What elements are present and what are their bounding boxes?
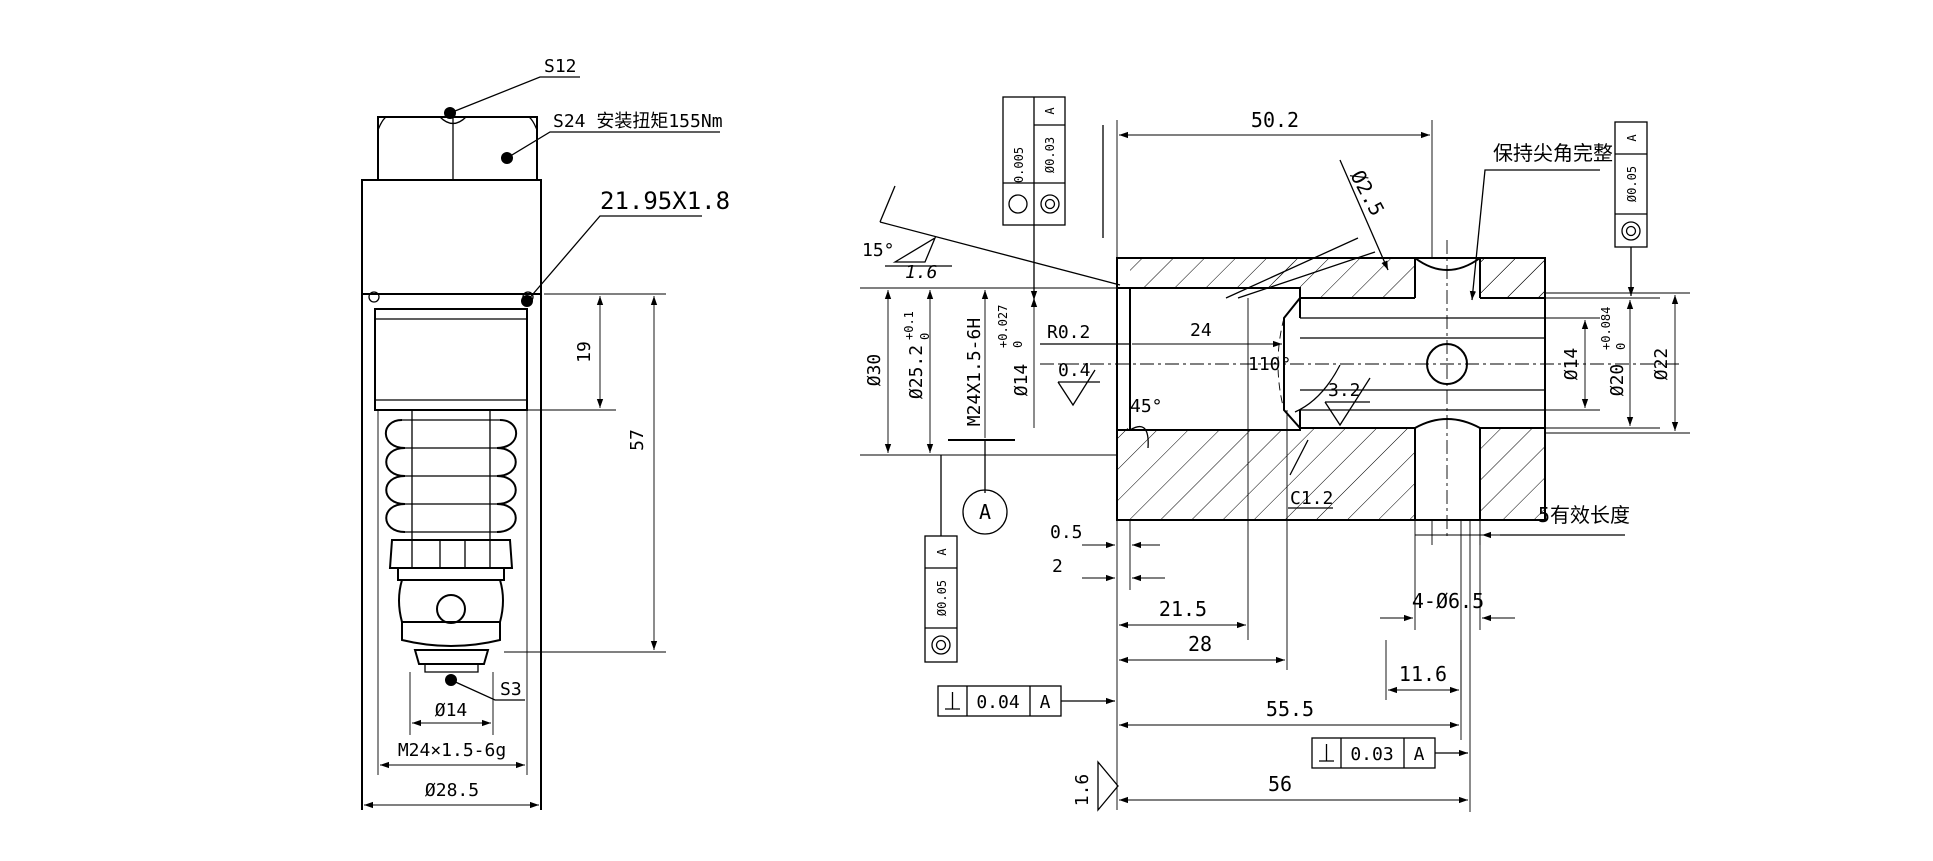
dim-0-5-text: 0.5 <box>1050 522 1083 543</box>
ring-nut <box>388 539 514 569</box>
fcf-top-right: A Ø0.05 <box>1614 121 1648 296</box>
s24-leader <box>506 131 720 159</box>
dia14-right-text: Ø14 <box>1561 348 1582 381</box>
cross-hole <box>436 594 466 624</box>
s12-label: S12 <box>544 56 577 77</box>
fcf-tl-datum: A <box>1043 107 1057 115</box>
angle15-text: 15° <box>862 240 895 261</box>
dia30-text: Ø30 <box>864 354 885 387</box>
fcf-l-tol: Ø0.05 <box>935 580 949 616</box>
fcf-tl-tol1: 0.005 <box>1012 147 1026 183</box>
dia22-text: Ø22 <box>1651 348 1672 381</box>
fcf-left: A Ø0.05 <box>924 455 958 663</box>
dia25-2-text: Ø25.2 <box>906 345 927 399</box>
circle-symbol <box>1008 194 1028 214</box>
fcf-tr-tol: Ø0.05 <box>1625 166 1639 202</box>
fcf-tr-datum: A <box>1625 134 1639 142</box>
r02-text: R0.2 <box>1047 322 1090 343</box>
rough04-text: 0.4 <box>1058 360 1091 381</box>
dim-55-5-text: 55.5 <box>1266 697 1314 721</box>
fcf-pr-datum: A <box>1414 744 1425 765</box>
dim-dia28-5-text: Ø28.5 <box>425 780 479 801</box>
s3-label: S3 <box>500 679 522 700</box>
s3-leader <box>450 679 525 701</box>
datum-a-circle <box>962 489 1008 535</box>
tol14-lo: 0 <box>1011 341 1025 348</box>
dim-57-text: 57 <box>627 429 648 451</box>
block-outline <box>1116 257 1546 521</box>
valve-body <box>361 179 542 295</box>
fcf-l-datum: A <box>935 548 949 556</box>
keep-sharp-text: 保持尖角完整 <box>1493 141 1613 165</box>
dim-56-text: 56 <box>1268 772 1292 796</box>
fcf-perp-right: 0.03 A <box>1311 737 1468 769</box>
tol20-up: +0.084 <box>1599 307 1613 350</box>
envelope-lines <box>361 294 542 810</box>
dim-thread-text: M24×1.5-6g <box>398 740 506 761</box>
fcf-pr-tol: 0.03 <box>1350 744 1393 765</box>
oring-label: 21.95X1.8 <box>600 187 730 215</box>
oring-left <box>368 291 380 303</box>
c12-text: C1.2 <box>1290 488 1333 509</box>
rough-top-text: 1.6 <box>905 262 938 283</box>
spool <box>398 579 504 623</box>
dim-19-text: 19 <box>574 341 595 363</box>
fcf-pl-datum: A <box>1040 692 1051 713</box>
datum-a-text: A <box>979 500 991 524</box>
fcf-perp-left: 0.04 A <box>937 685 1115 717</box>
spring <box>384 410 518 540</box>
dia20-text: Ø20 <box>1607 364 1628 397</box>
angle45-text: 45° <box>1130 396 1163 417</box>
rough-bot-text: 1.6 <box>1072 774 1093 807</box>
tol25-up: +0.1 <box>902 311 916 340</box>
dia2-5-text: Ø2.5 <box>1346 166 1390 220</box>
holes-text: 4-Ø6.5 <box>1412 589 1484 613</box>
rough32-text: 3.2 <box>1328 380 1361 401</box>
dim-24-text: 24 <box>1190 320 1212 341</box>
tol14-up: +0.027 <box>996 305 1010 348</box>
hex-nut <box>377 116 538 181</box>
dim-11-6-text: 11.6 <box>1399 662 1447 686</box>
fcf-tl-tol2: Ø0.03 <box>1043 137 1057 173</box>
s12-leader <box>449 76 580 114</box>
oring-leader <box>526 215 702 302</box>
tip <box>413 649 490 665</box>
fcf-pl-tol: 0.04 <box>976 692 1019 713</box>
tol25-lo: 0 <box>918 333 932 340</box>
thread-m24-text: M24X1.5-6H <box>964 318 985 426</box>
s24-label: S24 安装扭矩155Nm <box>553 111 723 132</box>
angle110-text: 110° <box>1248 354 1291 375</box>
thread-section <box>374 308 528 411</box>
dim-dia14-text: Ø14 <box>435 700 468 721</box>
dia14-in-text: Ø14 <box>1011 364 1032 397</box>
fcf-top-left: 0.005 Ø0.03 A <box>1002 96 1104 300</box>
dim-50-2-text: 50.2 <box>1251 108 1299 132</box>
right-view-cavity: 50.2 Ø2.5 保持尖角完整 15° 1.6 R0.2 24 0.4 110… <box>860 108 1690 812</box>
dim-21-5-text: 21.5 <box>1159 597 1207 621</box>
left-view-valve: S12 S24 安装扭矩155Nm 21.95X1.8 S3 19 57 Ø14… <box>361 56 730 810</box>
dim-28-text: 28 <box>1188 632 1212 656</box>
tol20-lo: 0 <box>1614 343 1628 350</box>
eff-len-text: 5有效长度 <box>1538 503 1630 527</box>
dim-2-text: 2 <box>1052 556 1063 577</box>
